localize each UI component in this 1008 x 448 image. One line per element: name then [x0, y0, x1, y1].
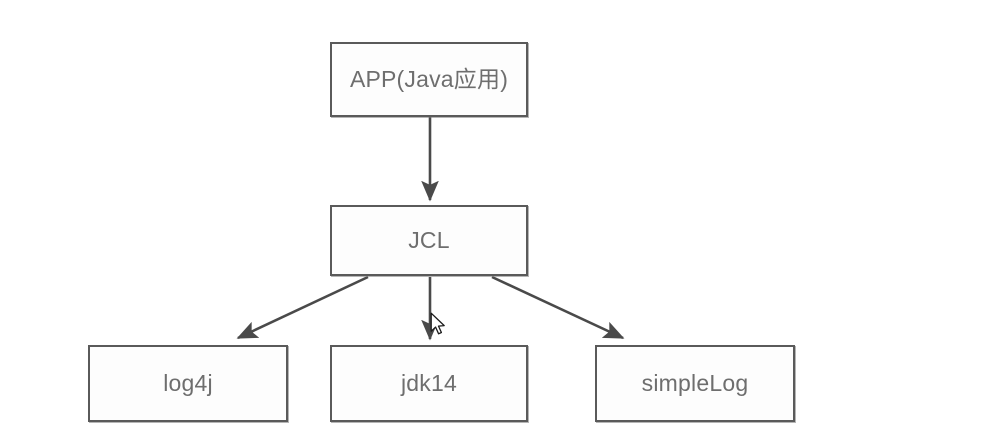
node-app-label: APP(Java应用)	[349, 66, 509, 92]
node-jdk14-label: jdk14	[401, 370, 457, 396]
edge-jcl-to-log4j	[236, 275, 369, 340]
node-jdk14[interactable]: jdk14	[330, 345, 528, 422]
node-jcl[interactable]: JCL	[330, 205, 528, 276]
node-jcl-label: JCL	[408, 227, 450, 253]
node-log4j[interactable]: log4j	[88, 345, 288, 422]
node-simplelog-label: simpleLog	[641, 370, 749, 396]
node-app[interactable]: APP(Java应用)	[330, 42, 528, 117]
node-log4j-label: log4j	[163, 370, 213, 396]
node-simplelog[interactable]: simpleLog	[595, 345, 795, 422]
edge-jcl-to-simplelog	[491, 275, 625, 340]
mouse-pointer-icon	[430, 312, 445, 335]
